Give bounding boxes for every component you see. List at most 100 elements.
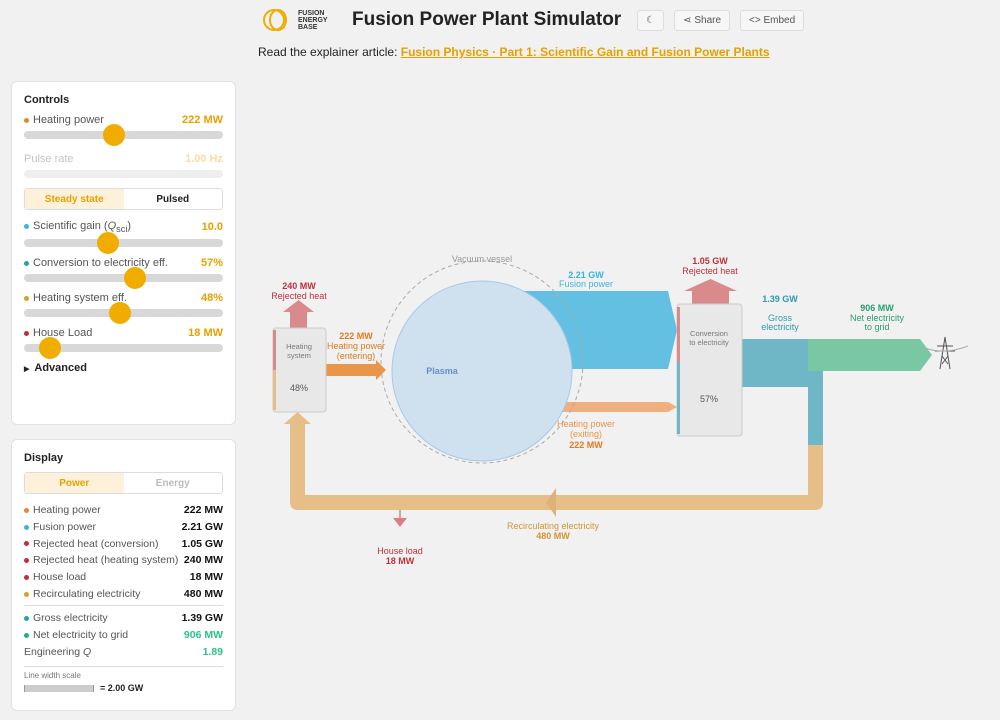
display-row: Rejected heat (heating system) 240 MW <box>24 552 223 569</box>
sci-gain-label: Scientific gain ( <box>33 220 108 232</box>
house-load-slider[interactable] <box>24 337 223 360</box>
row-label: Rejected heat (heating system) <box>33 554 179 567</box>
plasma <box>391 280 573 462</box>
share-label: Share <box>694 14 722 26</box>
pulsed-option[interactable]: Pulsed <box>156 193 190 205</box>
plasma-label: Plasma <box>426 366 459 376</box>
theme-toggle-button[interactable]: ☾ <box>637 9 665 31</box>
heating-system-label: Heating <box>286 342 312 351</box>
house-label: House load <box>377 546 423 556</box>
paren: ) <box>127 220 132 232</box>
q-sub: sci <box>116 224 128 235</box>
net-value: 906 MW <box>860 303 894 313</box>
header: FUSION ENERGY BASE Fusion Power Plant Si… <box>262 8 805 32</box>
heating-system-box <box>272 327 327 413</box>
legend-dot <box>24 632 29 638</box>
heat-enter-sub: (entering) <box>337 351 376 361</box>
row-label: Gross electricity <box>33 612 108 625</box>
gross-value: 1.39 GW <box>762 294 798 304</box>
heat-exit-label: Heating power <box>557 419 615 429</box>
conversion-label: Conversion to electricity eff. <box>33 257 168 270</box>
embed-button[interactable]: <> Embed <box>740 9 805 31</box>
fusion-value: 2.21 GW <box>568 270 604 280</box>
slider-thumb[interactable] <box>102 124 125 146</box>
share-icon: ⋖ <box>683 14 695 26</box>
heating-power-label: Heating power <box>33 114 104 126</box>
slider-thumb[interactable] <box>124 267 147 290</box>
legend-dot <box>24 574 29 580</box>
rej-heat-conv-value: 1.05 GW <box>692 256 728 266</box>
rejected-heat-conv-arrow <box>684 279 737 291</box>
row-value: 906 MW <box>183 629 223 642</box>
conversion-value: 57% <box>200 257 223 270</box>
logo-text: FUSION ENERGY BASE <box>298 9 328 31</box>
conversion-label-2: to electricity <box>689 338 729 347</box>
house-load-arrow <box>393 518 407 527</box>
article-link[interactable]: Fusion Physics · Part 1: Scientific Gain… <box>400 45 770 59</box>
row-value: 1.05 GW <box>181 537 223 550</box>
row-value: 222 MW <box>183 504 223 517</box>
sci-gain-dot <box>24 223 29 229</box>
rejected-heat-hs-arrow <box>283 300 314 312</box>
scale-value: = 2.00 GW <box>100 683 144 694</box>
eng-q-value: 1.89 <box>202 645 223 658</box>
slider-thumb[interactable] <box>38 337 61 360</box>
pulse-rate-slider[interactable] <box>24 170 223 178</box>
row-value: 240 MW <box>183 554 223 567</box>
share-button[interactable]: ⋖ Share <box>674 9 731 31</box>
rej-heat-conv-label: Rejected heat <box>682 266 738 276</box>
legend-dot <box>24 508 29 514</box>
moon-icon: ☾ <box>646 14 656 26</box>
heating-system-label-2: system <box>287 351 311 360</box>
advanced-label: Advanced <box>34 362 87 375</box>
legend-dot <box>24 591 29 597</box>
slider-thumb[interactable] <box>96 232 119 255</box>
rej-heat-hs-label: Rejected heat <box>271 291 327 301</box>
sci-gain-slider[interactable] <box>24 232 223 255</box>
row-value: 2.21 GW <box>181 521 223 534</box>
heating-power-slider[interactable] <box>24 124 223 146</box>
legend-dot <box>24 558 29 564</box>
net-label-2: to grid <box>864 322 889 332</box>
heat-enter-label: Heating power <box>327 341 385 351</box>
heating-eff-dot <box>24 295 29 301</box>
steady-state-option[interactable]: Steady state <box>25 189 124 209</box>
eng-q-symbol: Q <box>82 645 92 658</box>
heat-exit-value: 222 MW <box>569 440 603 450</box>
display-row: Recirculating electricity 480 MW <box>24 585 223 602</box>
net-electricity-arrow <box>808 339 932 371</box>
fusion-label: Fusion power <box>559 279 613 289</box>
power-option[interactable]: Power <box>25 473 124 493</box>
heat-enter-value: 222 MW <box>339 331 373 341</box>
triangle-right-icon: ▶ <box>24 366 30 374</box>
energy-option[interactable]: Energy <box>155 477 190 489</box>
row-value: 480 MW <box>183 587 223 600</box>
row-label: House load <box>33 571 87 584</box>
heating-eff-slider[interactable] <box>24 302 223 325</box>
legend-dot <box>24 541 29 547</box>
vacuum-vessel <box>380 260 584 464</box>
gross-label: Gross <box>768 313 793 323</box>
logo[interactable]: FUSION ENERGY BASE <box>262 8 332 32</box>
recirc-arrowhead <box>284 412 311 424</box>
display-title: Display <box>24 452 64 464</box>
display-mode-toggle: Power Energy <box>24 472 223 494</box>
conversion-label: Conversion <box>690 329 728 338</box>
article-line: Read the explainer article: Fusion Physi… <box>258 45 770 59</box>
gross-label-2: electricity <box>761 322 799 332</box>
house-load-value: 18 MW <box>188 327 223 340</box>
row-label: Recirculating electricity <box>33 587 141 600</box>
eng-q-label: Engineering <box>24 645 83 658</box>
display-row: Rejected heat (conversion) 1.05 GW <box>24 535 223 552</box>
row-label: Rejected heat (conversion) <box>33 537 159 550</box>
pulse-rate-value: 1.00 Hz <box>185 153 223 165</box>
slider-thumb[interactable] <box>108 302 131 325</box>
conversion-slider[interactable] <box>24 267 223 290</box>
heat-exit-sub: (exiting) <box>570 429 602 439</box>
recirc-label: Recirculating electricity <box>507 521 600 531</box>
article-prefix: Read the explainer article: <box>258 45 398 59</box>
advanced-toggle[interactable]: ▶ Advanced <box>24 362 223 374</box>
